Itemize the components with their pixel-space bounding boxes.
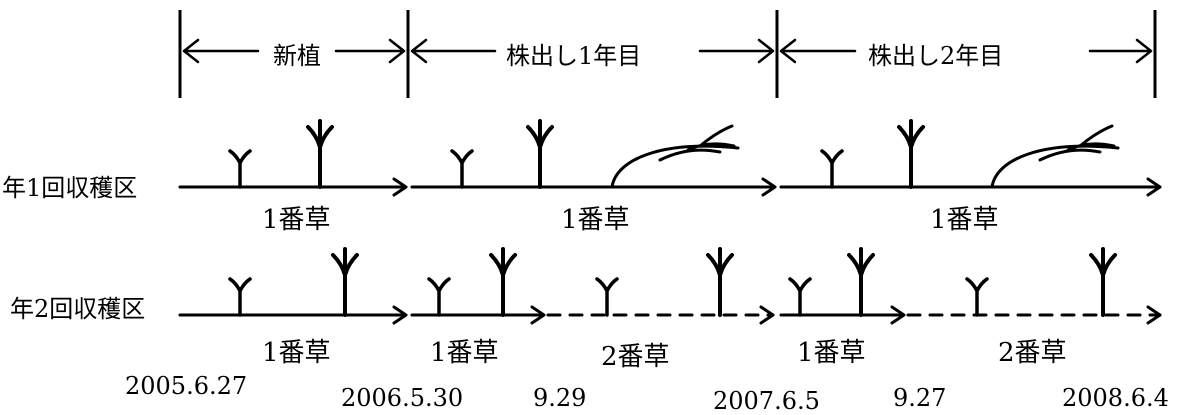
span-arrow-p2-left [410, 38, 497, 64]
plant-small-icon [228, 149, 252, 189]
lodged-stalk-icon [990, 124, 1120, 189]
plant-small-icon [820, 149, 844, 189]
plant-large-icon [897, 119, 925, 189]
span-arrow-p1-left [182, 38, 260, 64]
row2-arrow-p3-dashed-head [1146, 305, 1162, 325]
row1-plants [228, 119, 925, 189]
plant-small-icon [228, 277, 252, 317]
date-label: 9.29 [533, 384, 587, 412]
plant-large-icon [526, 119, 554, 189]
row1-arrow-p1 [178, 177, 408, 197]
plant-large-icon [331, 247, 359, 317]
row1-harvest-label: 1番草 [561, 205, 630, 235]
span-arrow-p3-left [779, 38, 857, 64]
row2-harvest-label: 1番草 [262, 338, 331, 368]
row2-timeline [178, 305, 1162, 325]
row-label-once-yearly: 年1回収穫区 [2, 174, 138, 202]
period-boundaries [178, 10, 1157, 98]
row2-harvest-label: 2番草 [998, 338, 1067, 368]
period-span-arrows [182, 38, 1153, 64]
lodged-stalk-icon [610, 124, 740, 189]
row1-timeline [178, 177, 1162, 197]
plant-small-icon [965, 277, 989, 317]
date-label: 2007.6.5 [713, 387, 820, 415]
row2-plants [228, 247, 1117, 317]
date-label: 2006.5.30 [341, 384, 464, 412]
plant-large-icon [489, 247, 517, 317]
date-label: 2008.6.4 [1062, 384, 1169, 412]
period-label-ratoon-year2: 株出し2年目 [866, 36, 1006, 71]
row2-harvest-label: 2番草 [601, 342, 670, 372]
span-arrow-p3-right [1088, 38, 1153, 64]
plant-small-icon [427, 277, 451, 317]
period-label-new-planting: 新植 [271, 36, 323, 71]
span-arrow-p1-right [334, 38, 406, 64]
row1-arrow-p2 [410, 177, 777, 197]
date-label: 9.27 [893, 384, 947, 412]
row2-arrow-p2-dashed-head [759, 305, 775, 325]
plant-large-icon [1089, 247, 1117, 317]
row1-harvest-label: 1番草 [262, 205, 331, 235]
plant-small-icon [450, 149, 474, 189]
plant-large-icon [847, 247, 875, 317]
row2-arrow-p1-solid [178, 305, 408, 325]
row2-harvest-label: 1番草 [797, 338, 866, 368]
plant-large-icon [706, 247, 734, 317]
row1-harvest-label: 1番草 [930, 205, 999, 235]
plant-small-icon [595, 277, 619, 317]
date-label: 2005.6.27 [125, 372, 248, 400]
row2-arrow-p2-solid [410, 305, 546, 325]
period-label-ratoon-year1: 株出し1年目 [504, 36, 644, 71]
row2-harvest-label: 1番草 [430, 338, 499, 368]
span-arrow-p2-right [698, 38, 775, 64]
row1-regrowth [610, 124, 1120, 189]
row-label-twice-yearly: 年2回収穫区 [10, 295, 146, 323]
plant-large-icon [306, 119, 334, 189]
plant-small-icon [788, 277, 812, 317]
row1-arrow-p3 [779, 177, 1162, 197]
